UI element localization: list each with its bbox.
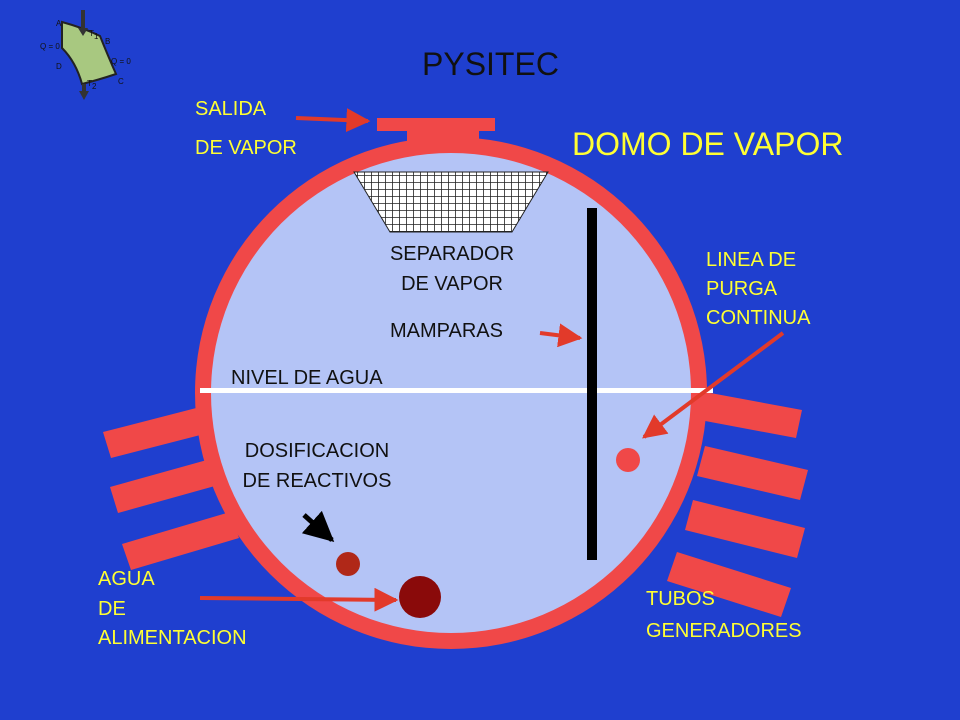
heat-in-arrow-icon [78,28,88,36]
dosing-point [336,552,360,576]
water-level-line [200,388,713,393]
dosing-label-line2: DE REACTIVOS [242,470,392,492]
generator-tube [685,500,805,558]
tubes-label-line2: GENERADORES [646,620,802,642]
feedwater-outlet [399,576,441,618]
slide-title: PYSITEC [422,46,559,82]
purge-point [616,448,640,472]
cycle-shape [61,20,118,86]
generator-tube [700,392,802,438]
generator-tubes-left [103,406,239,570]
purge-line-label-line3: CONTINUA [706,307,811,329]
purge-line-label-line1: LINEA DE [706,249,797,271]
separator-label-line2: DE VAPOR [401,273,503,295]
cycle-q-left: Q = 0 [40,42,60,51]
feedwater-label-line2: DE [98,598,126,620]
steam-outlet-arrow [295,108,371,133]
water-level-label: NIVEL DE AGUA [231,367,383,389]
purge-line-arrow [642,331,785,439]
dosing-arrow [301,510,335,542]
generator-tube [110,458,222,513]
cycle-corner-b: B [105,37,110,46]
cycle-corner-d: D [56,62,62,71]
cycle-q-right: Q = 0 [111,57,131,66]
baffles-arrow [539,323,583,348]
separator-label-line1: SEPARADOR [389,243,515,265]
diagram-heading: DOMO DE VAPOR [572,126,844,162]
heat-out-arrow-icon [79,91,89,100]
generator-tube [697,446,808,500]
dosing-label-line1: DOSIFICACION [244,440,390,462]
cycle-t2: T [87,79,92,88]
feedwater-arrow [199,587,399,612]
tubes-label-line1: TUBOS [646,588,715,610]
steam-outlet-label-line2: DE VAPOR [195,137,297,159]
feedwater-label-line1: AGUA [98,568,155,590]
generator-tube [667,552,791,617]
steam-outlet-label-line1: SALIDA [195,98,267,120]
cycle-corner-c: C [118,77,124,86]
cycle-corner-a: A [56,19,62,28]
generator-tube [122,512,239,570]
cycle-t2-sub: 2 [92,82,97,91]
generator-tube [103,406,212,458]
purge-line-label-line2: PURGA [706,278,778,300]
baffle-plate [587,208,597,560]
steam-separator [353,171,549,233]
cycle-logo: A B C D Q = 0 Q = 0 T 1 T 2 [40,10,131,100]
cycle-t1: T [89,29,94,38]
generator-tubes-right [667,392,808,617]
baffles-label: MAMPARAS [390,320,503,342]
cycle-t1-sub: 1 [94,32,99,41]
feedwater-label-line3: ALIMENTACION [98,627,247,649]
